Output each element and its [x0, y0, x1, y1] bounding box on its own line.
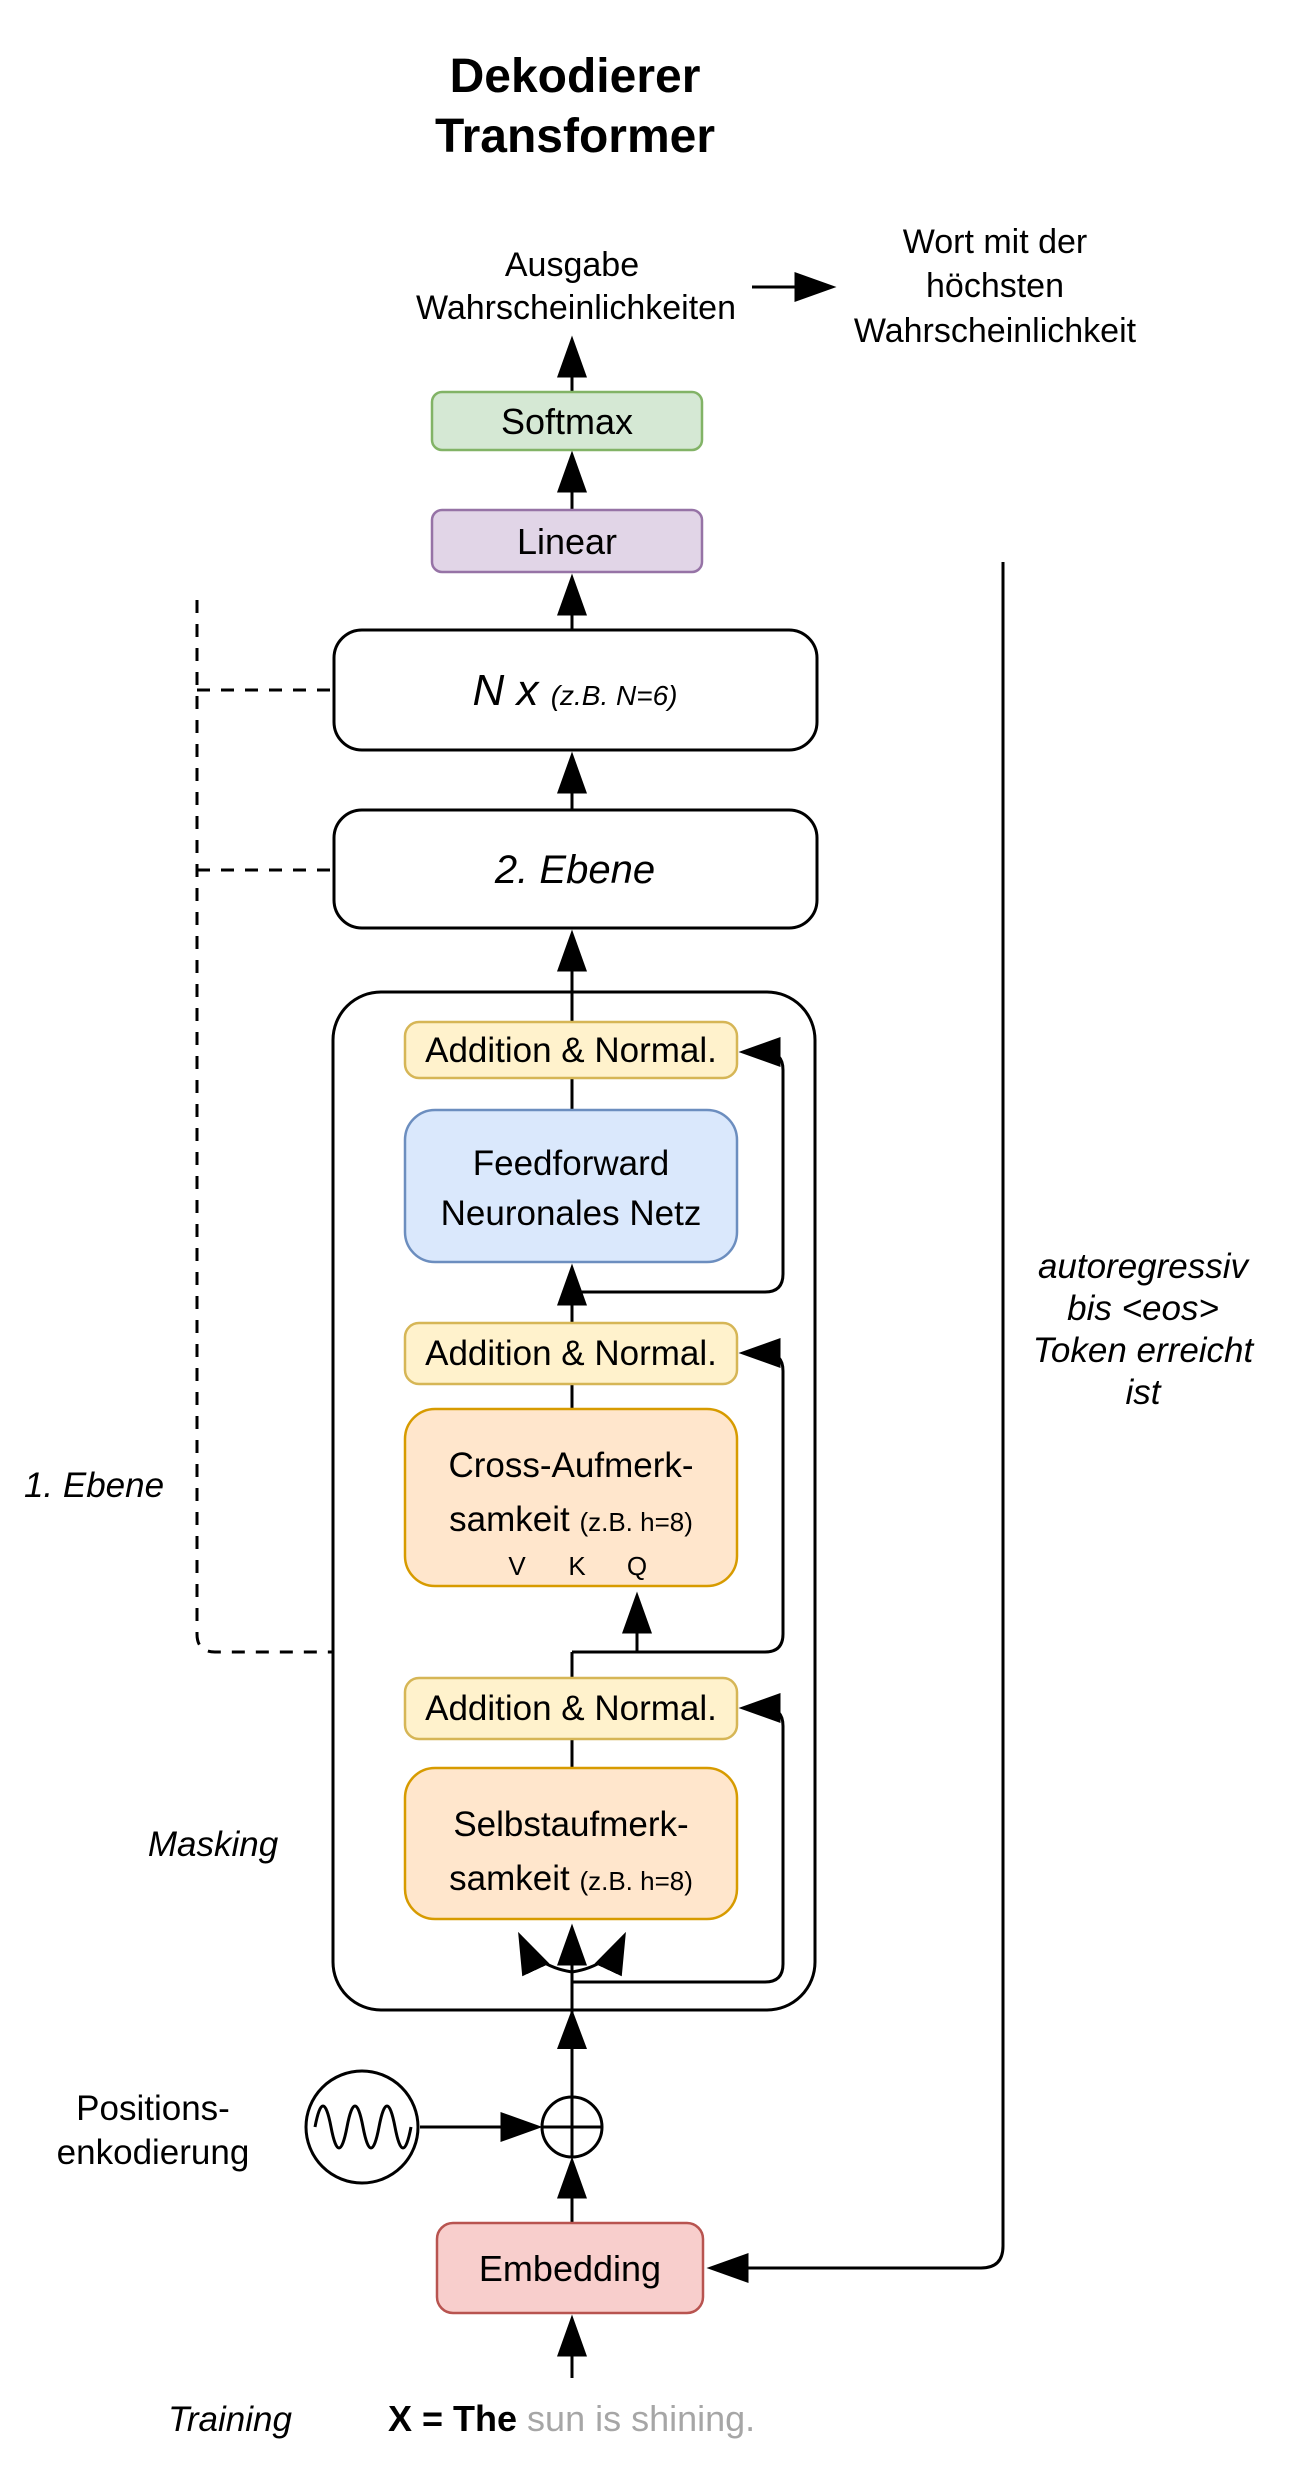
autoregressive-note: autoregressiv bis <eos> Token erreicht i… [1033, 1247, 1255, 1412]
svg-text:enkodierung: enkodierung [57, 2133, 250, 2172]
addnorm-ffn-label: Addition & Normal. [425, 1031, 717, 1070]
svg-text:Token erreicht: Token erreicht [1033, 1331, 1255, 1370]
self-line2: samkeit (z.B. h=8) [449, 1859, 693, 1898]
addnorm-self-box: Addition & Normal. [403, 1676, 739, 1741]
title-line1: Dekodierer [450, 50, 701, 103]
self-line1: Selbstaufmerk- [453, 1805, 688, 1844]
linear-label: Linear [517, 521, 617, 562]
addnorm-ffn-box: Addition & Normal. [403, 1020, 739, 1080]
self-attention-box: Selbstaufmerk- samkeit (z.B. h=8) [403, 1766, 739, 1921]
svg-text:Wahrscheinlichkeiten: Wahrscheinlichkeiten [416, 289, 736, 327]
residual-cross [572, 1338, 785, 1654]
output-probabilities-label: Ausgabe Wahrscheinlichkeiten [416, 246, 736, 327]
training-input-text: X = The sun is shining. [388, 2398, 755, 2439]
svg-text:bis <eos>: bis <eos> [1067, 1289, 1219, 1328]
title-line2: Transformer [435, 110, 715, 163]
svg-text:Wahrscheinlichkeit: Wahrscheinlichkeit [854, 312, 1137, 350]
svg-text:Positions-: Positions- [76, 2089, 230, 2128]
self-line2-main: samkeit [449, 1859, 579, 1898]
k-label: K [568, 1551, 586, 1581]
sine-wave-icon [313, 2104, 413, 2150]
cross-line2-main: samkeit [449, 1500, 579, 1539]
self-note: (z.B. h=8) [579, 1866, 692, 1896]
layer2-label: 2. Ebene [494, 848, 655, 892]
residual-self [572, 1693, 785, 1984]
linear-box: Linear [430, 508, 704, 574]
svg-text:Ausgabe: Ausgabe [505, 246, 639, 284]
training-label: Training [168, 2400, 292, 2439]
addnorm-self-label: Addition & Normal. [425, 1689, 717, 1728]
svg-text:Wort mit der: Wort mit der [903, 223, 1088, 261]
autoregressive-feedback-line [706, 562, 1005, 2283]
arrow-into-container [557, 2009, 587, 2049]
nx-label: N x (z.B. N=6) [472, 666, 677, 715]
svg-text:höchsten: höchsten [926, 267, 1064, 305]
training-input-given: X = The [388, 2398, 527, 2439]
cross-attention-box: Cross-Aufmerk- samkeit (z.B. h=8) V K Q [403, 1407, 739, 1588]
residual-ffn [572, 1037, 785, 1294]
positional-encoding-label: Positions- enkodierung [57, 2089, 250, 2172]
svg-text:ist: ist [1126, 1373, 1162, 1412]
diagram-title: Dekodierer Transformer [435, 50, 715, 163]
masking-label: Masking [148, 1825, 279, 1864]
positional-encoding-node [304, 2069, 420, 2185]
addnorm-cross-box: Addition & Normal. [403, 1321, 739, 1386]
nx-repeat-box: N x (z.B. N=6) [332, 628, 819, 752]
cross-line2: samkeit (z.B. h=8) [449, 1500, 693, 1539]
v-label: V [508, 1551, 526, 1581]
highest-probability-word-label: Wort mit der höchsten Wahrscheinlichkeit [854, 223, 1137, 350]
layer2-box: 2. Ebene [332, 808, 819, 930]
layer-repeat-dashed-line [195, 600, 505, 1654]
self-input-right-arrow [571, 1931, 626, 1977]
feedforward-box: Feedforward Neuronales Netz [403, 1108, 739, 1264]
training-input-target: sun is shining. [527, 2398, 755, 2439]
nx-note: (z.B. N=6) [551, 680, 678, 711]
cross-line1: Cross-Aufmerk- [448, 1446, 693, 1485]
self-input-left-arrow [518, 1931, 573, 1977]
softmax-label: Softmax [501, 401, 633, 442]
ffn-line2: Neuronales Netz [441, 1194, 702, 1233]
layer1-label: 1. Ebene [24, 1466, 164, 1505]
embedding-box: Embedding [435, 2221, 705, 2315]
addnorm-cross-label: Addition & Normal. [425, 1334, 717, 1373]
cross-note: (z.B. h=8) [579, 1507, 692, 1537]
softmax-box: Softmax [430, 390, 704, 452]
nx-main: N x [472, 666, 550, 715]
ffn-line1: Feedforward [473, 1144, 669, 1183]
sum-node [540, 2095, 604, 2159]
plus-icon [542, 2097, 602, 2157]
svg-text:autoregressiv: autoregressiv [1038, 1247, 1251, 1286]
embedding-label: Embedding [479, 2248, 661, 2289]
q-label: Q [627, 1551, 647, 1581]
